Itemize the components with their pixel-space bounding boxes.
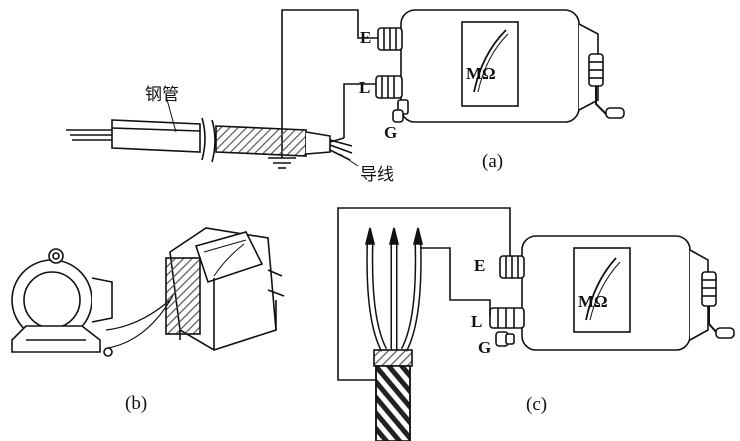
motor-b bbox=[11, 248, 113, 357]
panel-b bbox=[11, 227, 285, 357]
meter-unit-c: MΩ bbox=[578, 292, 608, 311]
terminal-g-c-label: G bbox=[478, 338, 492, 357]
terminal-e-a-label: E bbox=[360, 28, 372, 47]
wire-label: 导线 bbox=[360, 165, 394, 185]
caption-b: (b) bbox=[125, 393, 148, 414]
megger-b bbox=[165, 227, 285, 351]
lead-wire-e-a bbox=[281, 9, 378, 150]
crank-handle-c bbox=[701, 271, 735, 339]
megger-a bbox=[375, 9, 625, 123]
terminal-l-a-label: L bbox=[359, 78, 371, 97]
terminal-g-c bbox=[495, 331, 515, 347]
terminal-l-c-label: L bbox=[471, 312, 483, 331]
terminal-g-a bbox=[392, 99, 409, 123]
terminal-e-c-label: E bbox=[474, 256, 486, 275]
panel-c bbox=[337, 207, 735, 441]
lead-wire-c-bottom bbox=[337, 232, 380, 381]
caption-c: (c) bbox=[526, 394, 548, 415]
lead-wire-l-a bbox=[343, 83, 376, 138]
meter-unit-a: MΩ bbox=[466, 64, 496, 83]
lead-wire-c-l bbox=[420, 247, 491, 316]
terminal-e-a bbox=[377, 27, 403, 51]
terminal-l-c bbox=[489, 307, 525, 329]
crank-handle-a bbox=[588, 53, 625, 119]
steel-pipe-cable bbox=[66, 117, 353, 163]
caption-a: (a) bbox=[482, 151, 504, 172]
wire-leader-line bbox=[339, 153, 359, 167]
pipe-leader-line bbox=[165, 95, 177, 133]
megger-c bbox=[489, 235, 735, 351]
terminal-e-c bbox=[499, 255, 525, 279]
lead-wire-c-outer bbox=[337, 207, 511, 256]
panel-a bbox=[66, 9, 625, 169]
terminal-l-a bbox=[375, 75, 403, 99]
terminal-g-a-label: G bbox=[384, 123, 398, 142]
pipe-label: 钢管 bbox=[145, 85, 179, 105]
three-core-cable bbox=[364, 227, 424, 441]
